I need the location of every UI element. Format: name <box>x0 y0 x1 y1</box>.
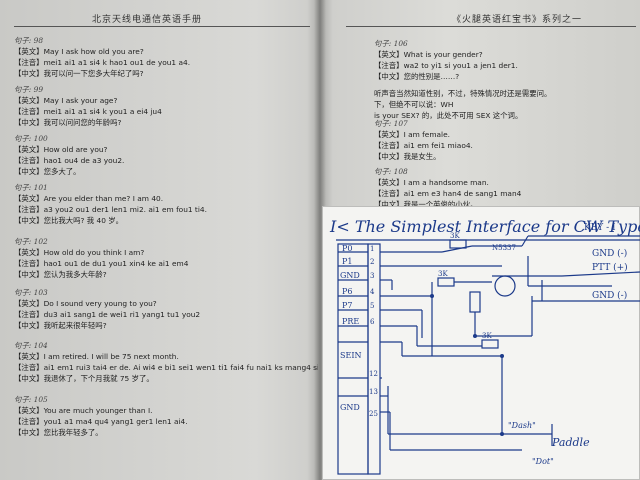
sentence-english: 【英文】I am a handsome man. <box>374 178 489 187</box>
pin-number: 13 <box>369 388 378 396</box>
usage-note: 听声音当然知道性别，不过，特殊情况时还是需要问。 下，但绝不可以说：WH is … <box>374 88 636 121</box>
output-label: GND (-) <box>592 248 627 259</box>
sentence-chinese: 【中文】我是女生。 <box>374 152 441 161</box>
pin-label: P0 <box>342 244 352 253</box>
pin-number: 12 <box>369 370 378 378</box>
sentence-number: 句子: 106 <box>374 39 408 48</box>
sentence-pinyin: 【注音】hao1 ou1 de du1 you1 xin4 ke ai1 em4 <box>14 259 189 268</box>
sentence-english: 【英文】What is your gender? <box>374 50 483 59</box>
sentence-chinese: 【中文】您多大了。 <box>14 167 81 176</box>
pin-number: 2 <box>370 258 374 266</box>
output-label: PTT (+) <box>592 262 628 273</box>
right-running-head: 《火腿英语红宝书》系列之一 <box>452 15 583 25</box>
sentence-english: 【英文】Do I sound very young to you? <box>14 299 157 308</box>
sentence-101: 句子: 101 【英文】Are you elder than me? I am … <box>14 182 207 226</box>
right-page: 《火腿英语红宝书》系列之一 句子: 106 【英文】What is your g… <box>322 0 640 480</box>
sentence-108: 句子: 108 【英文】I am a handsome man. 【注音】ai1… <box>374 166 521 210</box>
left-page: 北京天线电通信英语手册 句子: 98 【英文】May I ask how old… <box>0 0 318 480</box>
handwritten-circuit-diagram: I< The Simplest Interface for CW Type wr… <box>322 206 640 480</box>
sentence-number: 句子: 102 <box>14 237 48 246</box>
paddle-label: Paddle <box>551 436 590 449</box>
sentence-pinyin: 【注音】hao1 ou4 de a3 you2. <box>14 156 125 165</box>
sentence-107: 句子: 107 【英文】I am female. 【注音】ai1 em fei1… <box>374 118 473 162</box>
pin-number: 25 <box>369 410 378 418</box>
output-label: KEY - I <box>584 223 616 233</box>
sentence-chinese: 【中文】我退休了，下个月我就 75 岁了。 <box>14 374 154 383</box>
sentence-pinyin: 【注音】ai1 em fei1 miao4. <box>374 141 473 150</box>
sentence-chinese: 【中文】我听起来很年轻吗? <box>14 321 107 330</box>
pin-label: P6 <box>342 287 352 296</box>
pin-number: 5 <box>370 302 374 310</box>
dash-label: "Dash" <box>508 421 536 430</box>
sentence-104: 句子: 104 【英文】I am retired. I will be 75 n… <box>14 340 318 384</box>
left-running-head: 北京天线电通信英语手册 <box>92 15 203 25</box>
sentence-98: 句子: 98 【英文】May I ask how old you are? 【注… <box>14 35 190 79</box>
sentence-102: 句子: 102 【英文】How old do you think I am? 【… <box>14 236 188 280</box>
sentence-number: 句子: 99 <box>14 85 44 94</box>
diagram-title: I< The Simplest Interface for CW Type wr <box>329 217 640 236</box>
sentence-chinese: 【中文】您认为我多大年龄? <box>14 270 107 279</box>
sentence-pinyin: 【注音】you1 a1 ma4 qu4 yang1 ger1 len1 ai4. <box>14 417 188 426</box>
pin-label: SEIN <box>340 351 361 360</box>
note-line-2: 下，但绝不可以说：WH <box>374 100 454 109</box>
sentence-105: 句子: 105 【英文】You are much younger than I.… <box>14 394 188 438</box>
sentence-number: 句子: 101 <box>14 183 48 192</box>
note-line-3: is your SEX? 的，此处不可用 SEX 这个词。 <box>374 111 523 120</box>
sentence-106: 句子: 106 【英文】What is your gender? 【注音】wa2… <box>374 38 518 82</box>
sentence-number: 句子: 100 <box>14 134 48 143</box>
sentence-99: 句子: 99 【英文】May I ask your age? 【注音】mei1 … <box>14 84 162 128</box>
resistor-label: 3K <box>482 332 492 340</box>
sentence-english: 【英文】How old are you? <box>14 145 108 154</box>
pin-number: 6 <box>370 318 375 326</box>
sentence-chinese: 【中文】我是一个英俊的小伙。 <box>374 200 478 209</box>
pin-label: GND <box>340 271 360 280</box>
sentence-number: 句子: 103 <box>14 288 48 297</box>
sentence-english: 【英文】I am retired. I will be 75 next mont… <box>14 352 179 361</box>
sentence-pinyin: 【注音】ai1 em e3 han4 de sang1 man4 <box>374 189 522 198</box>
sentence-number: 句子: 108 <box>374 167 408 176</box>
sentence-english: 【英文】How old do you think I am? <box>14 248 145 257</box>
sentence-pinyin: 【注音】mei1 ai1 a1 si4 k hao1 ou1 de you1 a… <box>14 58 191 67</box>
sentence-pinyin: 【注音】wa2 to yi1 si you1 a jen1 der1. <box>374 61 518 70</box>
sentence-english: 【英文】You are much younger than I. <box>14 406 153 415</box>
sentence-chinese: 【中文】您比我年轻多了。 <box>14 428 103 437</box>
sentence-chinese: 【中文】您的性别是……? <box>374 72 460 81</box>
pin-label: GND <box>340 403 360 412</box>
sentence-pinyin: 【注音】a3 you2 ou1 der1 len1 mi2. ai1 em fo… <box>14 205 207 214</box>
pin-number: 3 <box>370 272 374 280</box>
pin-number: 1 <box>370 245 374 253</box>
dot-label: "Dot" <box>532 457 554 466</box>
sentence-number: 句子: 105 <box>14 395 48 404</box>
sentence-chinese: 【中文】您比我大吗? 我 40 岁。 <box>14 216 124 225</box>
sentence-103: 句子: 103 【英文】Do I sound very young to you… <box>14 287 200 331</box>
pin-label: P1 <box>342 257 352 266</box>
sentence-number: 句子: 107 <box>374 119 408 128</box>
note-line-1: 听声音当然知道性别，不过，特殊情况时还是需要问。 <box>374 89 552 98</box>
sentence-100: 句子: 100 【英文】How old are you? 【注音】hao1 ou… <box>14 133 124 177</box>
sentence-english: 【英文】Are you elder than me? I am 40. <box>14 194 164 203</box>
left-head-rule <box>14 26 310 27</box>
sentence-pinyin: 【注音】mei1 ai1 a1 si4 k you1 a ei4 ju4 <box>14 107 162 116</box>
pin-label: P7 <box>342 301 352 310</box>
sentence-chinese: 【中文】我可以问问您的年龄吗? <box>14 118 122 127</box>
resistor-label: 3K <box>438 270 448 278</box>
pin-number: 4 <box>370 288 375 296</box>
sentence-number: 句子: 104 <box>14 341 48 350</box>
sentence-number: 句子: 98 <box>14 36 44 45</box>
transistor-label: N5337 <box>492 244 516 252</box>
pin-label: PRE <box>342 317 359 326</box>
resistor-label: 3K <box>450 232 460 240</box>
right-head-rule <box>346 26 636 27</box>
sentence-english: 【英文】I am female. <box>374 130 450 139</box>
sentence-chinese: 【中文】我可以问一下您多大年纪了吗? <box>14 69 144 78</box>
circuit-drawing: I< The Simplest Interface for CW Type wr… <box>329 217 640 475</box>
sentence-pinyin: 【注音】ai1 em1 rui3 tai4 er de. Ai wi4 e bi… <box>14 363 318 372</box>
sentence-english: 【英文】May I ask how old you are? <box>14 47 144 56</box>
sentence-pinyin: 【注音】du3 ai1 sang1 de wei1 ri1 yang1 tu1 … <box>14 310 201 319</box>
output-label: GND (-) <box>592 290 627 301</box>
sentence-english: 【英文】May I ask your age? <box>14 96 118 105</box>
